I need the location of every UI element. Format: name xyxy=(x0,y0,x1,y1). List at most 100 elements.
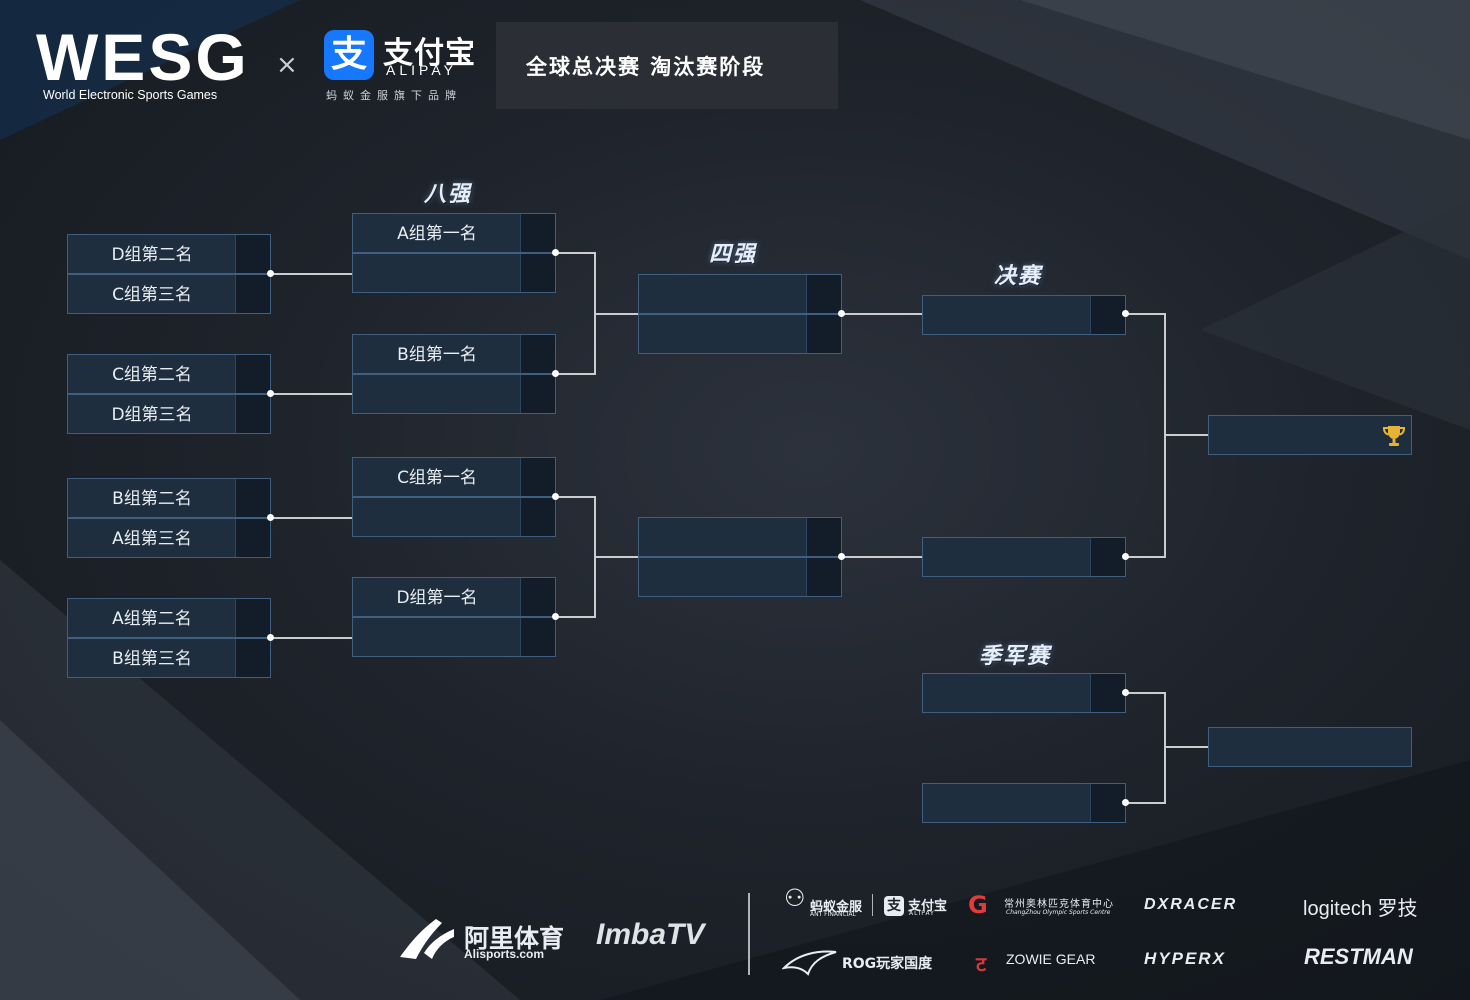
team-name: A组第三名 xyxy=(112,529,192,549)
score-cell xyxy=(520,335,555,373)
qf-match3-bottom[interactable] xyxy=(352,497,556,537)
score-cell xyxy=(806,315,841,353)
score-cell xyxy=(520,458,555,496)
score-cell xyxy=(1090,538,1125,576)
team-name xyxy=(639,518,807,558)
changzhou-cn: 常州奥林匹克体育中心 xyxy=(1004,899,1114,910)
team-name xyxy=(639,315,807,355)
sf-match2-bottom[interactable] xyxy=(638,557,842,597)
third-place-slot-bottom[interactable] xyxy=(922,783,1126,823)
team-name: B组第一名 xyxy=(397,345,477,365)
qf-match4-bottom[interactable] xyxy=(352,617,556,657)
score-cell xyxy=(235,479,270,517)
score-cell xyxy=(520,618,555,656)
qf-match3-top[interactable]: C组第一名 xyxy=(352,457,556,497)
score-cell xyxy=(235,395,270,433)
team-name: A组第二名 xyxy=(112,609,192,629)
sf-match1-top[interactable] xyxy=(638,274,842,314)
imbatv-logo: ImbaTV xyxy=(596,918,705,951)
round-title-third-place: 季军赛 xyxy=(979,644,1052,669)
team-name xyxy=(353,618,521,658)
score-cell xyxy=(806,275,841,313)
alisports-cn: 阿里体育 xyxy=(464,924,565,953)
score-cell xyxy=(520,498,555,536)
champion-slot[interactable] xyxy=(1208,415,1412,455)
team-name: C组第二名 xyxy=(112,365,192,385)
third-place-winner-slot[interactable] xyxy=(1208,727,1412,767)
team-name: D组第三名 xyxy=(111,405,193,425)
team-name: A组第一名 xyxy=(397,224,477,244)
r16-match1-bottom[interactable]: C组第三名 xyxy=(67,274,271,314)
r16-match1-top[interactable]: D组第二名 xyxy=(67,234,271,274)
team-name xyxy=(1209,416,1377,456)
score-cell xyxy=(806,558,841,596)
r16-match3-bottom[interactable]: A组第三名 xyxy=(67,518,271,558)
r16-match4-top[interactable]: A组第二名 xyxy=(67,598,271,638)
alipay-small-cn: 支付宝 xyxy=(908,899,948,914)
wesg-logo: WESG xyxy=(36,20,250,94)
qf-match1-bottom[interactable] xyxy=(352,253,556,293)
zowie-text: ZOWIE GEAR xyxy=(1006,951,1096,967)
third-place-slot-top[interactable] xyxy=(922,673,1126,713)
score-cell xyxy=(1090,296,1125,334)
sf-match1-bottom[interactable] xyxy=(638,314,842,354)
alisports-logo-icon xyxy=(400,919,454,959)
team-name: D组第二名 xyxy=(111,245,193,265)
team-name xyxy=(353,498,521,538)
qf-match4-top[interactable]: D组第一名 xyxy=(352,577,556,617)
team-name: B组第三名 xyxy=(112,649,192,669)
team-name xyxy=(1209,728,1377,768)
score-cell xyxy=(1090,674,1125,712)
score-cell xyxy=(520,214,555,252)
rog-text: ROG玩家国度 xyxy=(842,956,933,972)
score-cell xyxy=(235,355,270,393)
rog-logo-icon xyxy=(782,950,837,976)
team-name xyxy=(923,674,1091,714)
round-title-final: 决赛 xyxy=(994,264,1043,289)
score-cell xyxy=(520,375,555,413)
alipay-name-en: ALIPAY xyxy=(386,62,457,78)
r16-match4-bottom[interactable]: B组第三名 xyxy=(67,638,271,678)
team-name xyxy=(639,275,807,315)
score-cell xyxy=(235,639,270,677)
score-cell xyxy=(235,599,270,637)
team-name xyxy=(353,254,521,294)
ant-financial-icon: ⚇ xyxy=(784,884,806,912)
score-cell xyxy=(235,235,270,273)
times-icon: × xyxy=(276,50,298,80)
sf-match2-top[interactable] xyxy=(638,517,842,557)
r16-match2-bottom[interactable]: D组第三名 xyxy=(67,394,271,434)
score-cell xyxy=(235,519,270,557)
ant-financial-cn: 蚂蚁金服 xyxy=(810,900,863,915)
changzhou-logo-icon: G xyxy=(968,891,988,919)
logitech-logo: logitech 罗技 xyxy=(1303,898,1418,920)
score-cell xyxy=(520,254,555,292)
r16-match2-top[interactable]: C组第二名 xyxy=(67,354,271,394)
stage-title-box xyxy=(496,22,838,109)
team-name xyxy=(923,296,1091,336)
final-slot-bottom[interactable] xyxy=(922,537,1126,577)
round-title-quarterfinal: 八强 xyxy=(424,182,473,207)
ant-financial-en: ANT FINANCIAL xyxy=(810,911,856,918)
hyperx-logo: HYPERX xyxy=(1144,949,1226,968)
sponsor-separator xyxy=(748,893,750,975)
zowie-logo-icon: ट xyxy=(976,952,987,976)
qf-match1-top[interactable]: A组第一名 xyxy=(352,213,556,253)
qf-match2-bottom[interactable] xyxy=(352,374,556,414)
team-name xyxy=(923,538,1091,578)
alipay-logo-icon: 支 xyxy=(324,30,374,80)
team-name: C组第三名 xyxy=(112,285,192,305)
changzhou-en: ChangZhou Olympic Sports Centre xyxy=(1006,909,1111,916)
alipay-name-cn: 支付宝 xyxy=(383,36,476,71)
final-slot-top[interactable] xyxy=(922,295,1126,335)
round-title-semifinal: 四强 xyxy=(709,242,758,267)
alipay-small-en: ALIPAY xyxy=(909,910,935,917)
r16-match3-top[interactable]: B组第二名 xyxy=(67,478,271,518)
alipay-small-icon: 支 xyxy=(884,896,904,916)
trophy-icon xyxy=(1382,426,1406,446)
qf-match2-top[interactable]: B组第一名 xyxy=(352,334,556,374)
team-name xyxy=(639,558,807,598)
score-cell xyxy=(806,518,841,556)
team-name xyxy=(923,784,1091,824)
score-cell xyxy=(235,275,270,313)
